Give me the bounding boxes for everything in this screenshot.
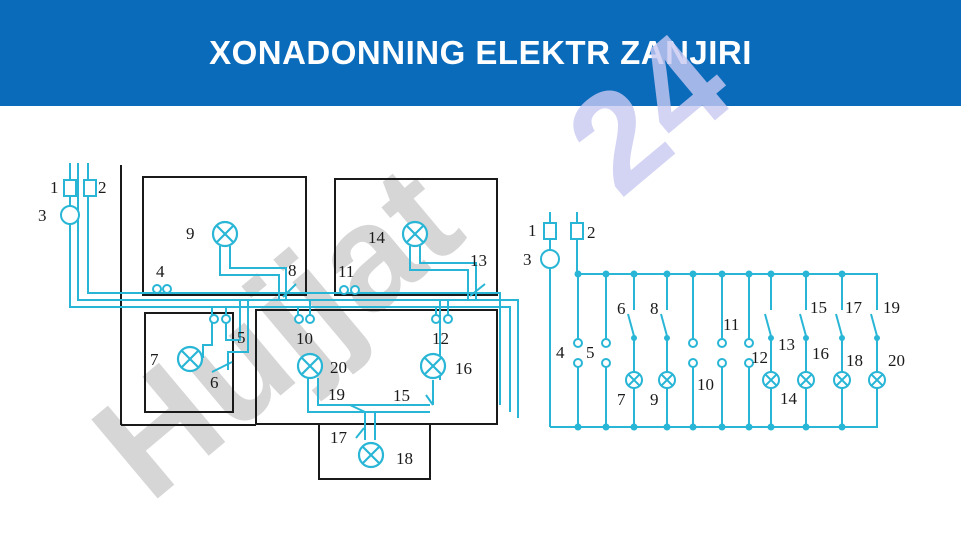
floor-label-1: 1 bbox=[50, 178, 59, 197]
floor-label-3: 3 bbox=[38, 206, 47, 225]
floor-label-12: 12 bbox=[432, 329, 449, 348]
schematic-fuses bbox=[540, 222, 584, 269]
schematic-nodes bbox=[574, 270, 880, 431]
floor-label-16: 16 bbox=[455, 359, 472, 378]
floor-label-11: 11 bbox=[338, 262, 354, 281]
schem-label-14: 14 bbox=[780, 389, 798, 408]
schem-label-7: 7 bbox=[617, 390, 626, 409]
floor-plan: 1 2 3 4 5 6 7 8 9 10 11 12 13 14 15 16 1… bbox=[38, 163, 519, 480]
floor-switches bbox=[211, 283, 486, 439]
title-bar bbox=[0, 0, 961, 106]
schematic: 1 2 3 4 5 6 7 8 9 10 11 12 13 14 15 16 1… bbox=[523, 212, 905, 431]
watermark-gray-text: Hujjat bbox=[63, 133, 490, 530]
schematic-lamps bbox=[625, 371, 886, 389]
floor-label-2: 2 bbox=[98, 178, 107, 197]
schem-label-8: 8 bbox=[650, 299, 659, 318]
floor-label-17: 17 bbox=[330, 428, 348, 447]
schem-label-3: 3 bbox=[523, 250, 532, 269]
lamp-icon bbox=[419, 352, 447, 380]
watermark-purple-text: 24 bbox=[538, 3, 758, 223]
lamp-icon bbox=[797, 371, 815, 389]
schematic-labels: 1 2 3 4 5 6 7 8 9 10 11 12 13 14 15 16 1… bbox=[523, 221, 905, 409]
floor-labels: 1 2 3 4 5 6 7 8 9 10 11 12 13 14 15 16 1… bbox=[38, 178, 487, 468]
floor-label-10: 10 bbox=[296, 329, 313, 348]
floor-label-5: 5 bbox=[237, 328, 246, 347]
floor-label-4: 4 bbox=[156, 262, 165, 281]
lamp-icon bbox=[211, 220, 239, 248]
lamp-icon bbox=[833, 371, 851, 389]
floor-label-19: 19 bbox=[328, 385, 345, 404]
floor-label-6: 6 bbox=[210, 373, 219, 392]
schem-label-12: 12 bbox=[751, 348, 768, 367]
watermark-purple: 24 bbox=[538, 3, 758, 223]
floor-label-14: 14 bbox=[368, 228, 386, 247]
schem-label-19: 19 bbox=[883, 298, 900, 317]
page-title: XONADONNING ELEKTR ZANJIRI bbox=[209, 34, 752, 71]
lamp-icon bbox=[868, 371, 886, 389]
meter-icon bbox=[60, 205, 80, 225]
floor-label-13: 13 bbox=[470, 251, 487, 270]
schem-label-6: 6 bbox=[617, 299, 626, 318]
floor-lamps bbox=[176, 220, 447, 469]
floor-label-15: 15 bbox=[393, 386, 410, 405]
schem-label-17: 17 bbox=[845, 298, 863, 317]
schem-label-20: 20 bbox=[888, 351, 905, 370]
lamp-icon bbox=[296, 352, 324, 380]
schem-label-5: 5 bbox=[586, 343, 595, 362]
schem-label-1: 1 bbox=[528, 221, 537, 240]
floor-walls bbox=[120, 165, 498, 480]
watermark-gray: Hujjat bbox=[63, 133, 490, 530]
floor-label-7: 7 bbox=[150, 350, 159, 369]
schem-label-11: 11 bbox=[723, 315, 739, 334]
lamp-icon bbox=[658, 371, 676, 389]
schematic-wires bbox=[549, 212, 878, 428]
floor-label-20: 20 bbox=[330, 358, 347, 377]
floor-label-9: 9 bbox=[186, 224, 195, 243]
schem-label-9: 9 bbox=[650, 390, 659, 409]
lamp-icon bbox=[176, 345, 204, 373]
meter-icon bbox=[540, 249, 560, 269]
schem-label-10: 10 bbox=[697, 375, 714, 394]
schem-label-13: 13 bbox=[778, 335, 795, 354]
lamp-icon bbox=[762, 371, 780, 389]
lamp-icon bbox=[625, 371, 643, 389]
schem-label-18: 18 bbox=[846, 351, 863, 370]
schem-label-15: 15 bbox=[810, 298, 827, 317]
floor-outlets bbox=[152, 284, 453, 324]
lamp-icon bbox=[401, 220, 429, 248]
floor-label-8: 8 bbox=[288, 261, 297, 280]
schem-label-16: 16 bbox=[812, 344, 829, 363]
schem-label-2: 2 bbox=[587, 223, 596, 242]
schem-label-4: 4 bbox=[556, 343, 565, 362]
schematic-outlets bbox=[573, 338, 754, 368]
floor-fuses bbox=[60, 179, 97, 225]
lamp-icon bbox=[357, 441, 385, 469]
floor-label-18: 18 bbox=[396, 449, 413, 468]
